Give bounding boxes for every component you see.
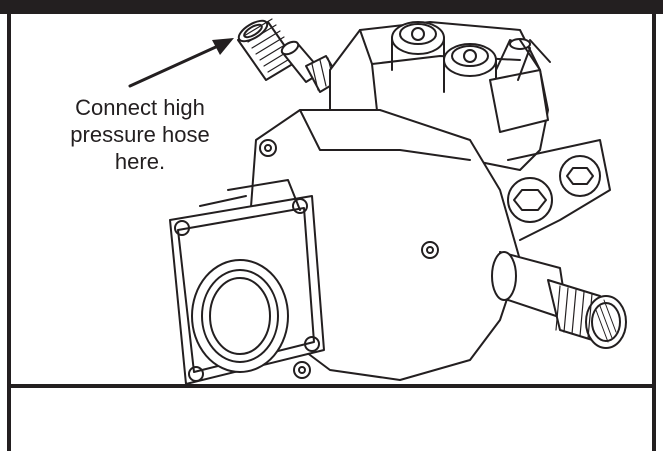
hose-connection-callout: Connect high pressure hose here.: [40, 94, 240, 175]
frame-right-continuation: [653, 388, 655, 451]
callout-line-3: here.: [114, 149, 166, 174]
water-inlet-icon: [491, 251, 627, 349]
figure-title-bar: [0, 0, 663, 14]
frame-left-continuation: [7, 388, 9, 451]
frame-right-border: [652, 14, 656, 451]
frame-left-border: [7, 14, 11, 451]
pointer-arrow-icon: [128, 38, 234, 88]
high-pressure-outlet-icon: [237, 18, 297, 81]
frame-bottom-border: [7, 384, 656, 388]
mounting-flange-icon: [169, 179, 325, 385]
callout-line-2: pressure hose: [70, 122, 210, 147]
callout-line-1: Connect high: [75, 95, 205, 120]
